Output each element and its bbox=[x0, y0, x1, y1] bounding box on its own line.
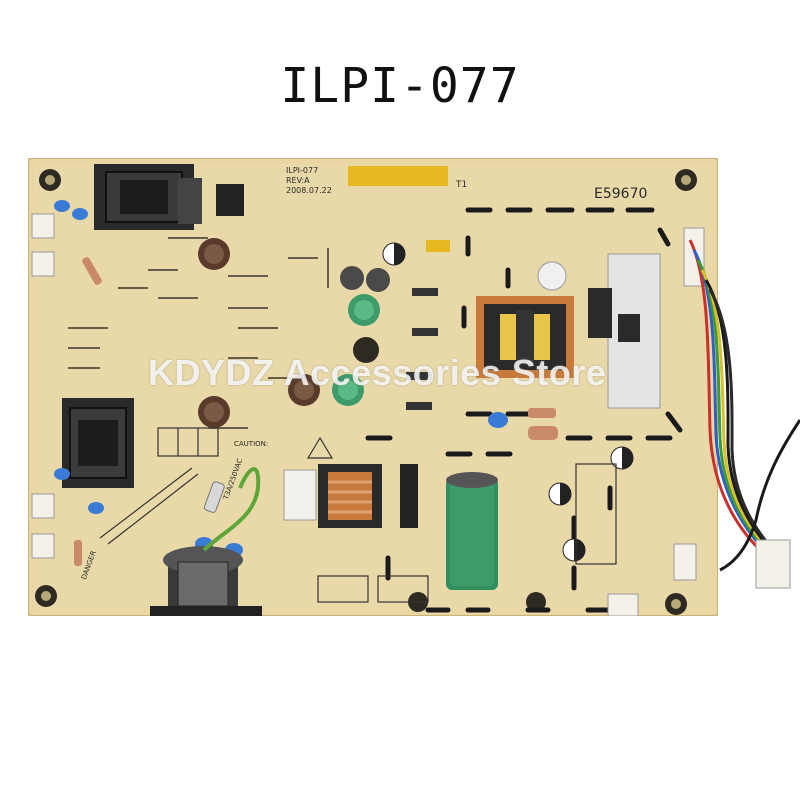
silk-model: ILPI-077 bbox=[286, 166, 319, 175]
store-watermark: KDYDZ Accessories Store bbox=[148, 352, 607, 393]
yellow-sticker bbox=[348, 166, 448, 186]
pcb-illustration bbox=[27, 157, 719, 617]
ic-chip-top bbox=[216, 184, 244, 216]
silk-caution: CAUTION: bbox=[234, 440, 269, 448]
silk-marks bbox=[365, 207, 683, 613]
power-board-photo: ILPI-077 REV:A 2008.07.22 T1 E59670 CAUT… bbox=[27, 157, 719, 617]
diodes bbox=[406, 288, 438, 410]
heatsink-right bbox=[588, 253, 661, 409]
connector-bottom bbox=[607, 593, 639, 617]
fuse bbox=[203, 481, 225, 513]
silk-date: 2008.07.22 bbox=[286, 186, 332, 195]
transformer-left bbox=[62, 398, 134, 488]
common-mode-choke bbox=[283, 464, 418, 528]
mounting-holes bbox=[35, 169, 697, 615]
silk-rev: REV:A bbox=[286, 176, 310, 185]
wire-harness bbox=[688, 239, 800, 589]
transformer-top-left bbox=[94, 164, 202, 230]
product-title: ILPI-077 bbox=[280, 58, 520, 114]
connector-right-bottom bbox=[673, 543, 697, 581]
blue-caps-small bbox=[54, 200, 508, 557]
left-connectors bbox=[31, 213, 55, 559]
caution-grid bbox=[99, 427, 617, 603]
silk-t1: T1 bbox=[456, 180, 468, 190]
ground-wire bbox=[202, 467, 261, 552]
ac-input-socket bbox=[150, 546, 262, 616]
resistors bbox=[74, 257, 558, 566]
silk-cert: E59670 bbox=[594, 186, 648, 202]
bulk-capacitor bbox=[446, 472, 498, 590]
transformer-main bbox=[476, 296, 574, 378]
